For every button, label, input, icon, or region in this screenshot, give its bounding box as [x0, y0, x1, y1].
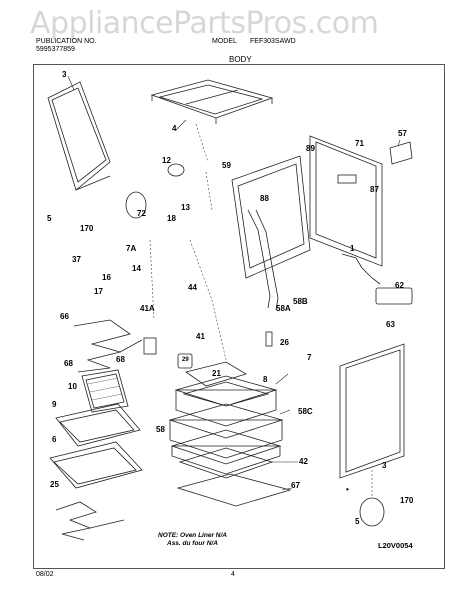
- part-label-29: 29: [182, 357, 189, 363]
- part-label-37: 37: [72, 255, 81, 264]
- part-label-3: 3: [62, 70, 67, 79]
- part-label-170: 170: [80, 224, 94, 233]
- part-label-5: 5: [47, 214, 52, 223]
- part-label-6A: 25: [50, 480, 59, 489]
- oven-cavity: [174, 375, 278, 427]
- part-label-8: 8: [263, 375, 268, 384]
- part-label-71: 71: [355, 139, 364, 148]
- publication-label: PUBLICATION NO.: [36, 38, 97, 45]
- part-label-7-plain: 7: [307, 353, 312, 362]
- part-label-68-left: 68: [64, 359, 73, 368]
- back-panel: [309, 135, 383, 267]
- part-label-58A: 58A: [276, 304, 291, 313]
- part-label-58C: 58C: [298, 407, 313, 416]
- part-label-87: 87: [370, 185, 379, 194]
- part-label-170-right: 170: [400, 496, 414, 505]
- oven-rack-upper: [55, 403, 141, 447]
- part-label-63: 63: [386, 320, 395, 329]
- part-label-21: 21: [212, 369, 221, 378]
- side-panel-left: [47, 81, 111, 191]
- part-label-14: 14: [132, 264, 141, 273]
- part-label-9: 9: [52, 400, 57, 409]
- part-label-16: 16: [102, 273, 111, 282]
- part-label-58: 58: [156, 425, 165, 434]
- part-label-6: 6: [52, 435, 57, 444]
- footer-page: 4: [231, 571, 235, 578]
- part-label-4: 4: [172, 124, 177, 133]
- part-label-88: 88: [260, 194, 269, 203]
- diagram-frame: [33, 64, 445, 569]
- main-body: [231, 155, 311, 311]
- part-label-68-right: 68: [116, 355, 125, 364]
- part-label-58B: 58B: [293, 297, 308, 306]
- drawing-id: L20V0054: [378, 541, 413, 550]
- footer-date: 08/02: [36, 571, 54, 578]
- part-label-57: 57: [398, 129, 407, 138]
- screw-icon: •: [346, 485, 349, 494]
- note-line-1: NOTE: Oven Liner N/A: [158, 532, 227, 539]
- top-panel: [150, 79, 274, 124]
- model-number: FEF303SAWD: [250, 38, 296, 45]
- part-label-17: 17: [94, 287, 103, 296]
- section-title: BODY: [229, 55, 252, 64]
- part-plate: [389, 141, 413, 165]
- part-label-41: 41: [196, 332, 205, 341]
- publication-number: 5995377859: [36, 46, 75, 53]
- part-label-13: 13: [181, 203, 190, 212]
- part-label-12: 12: [162, 156, 171, 165]
- note-line-2: Ass. du four N/A: [167, 540, 218, 547]
- part-label-89: 89: [306, 144, 315, 153]
- part-label-1: 1: [350, 244, 355, 253]
- part-label-66: 66: [60, 312, 69, 321]
- model-label: MODEL: [212, 38, 237, 45]
- part-label-26: 26: [280, 338, 289, 347]
- part-label-62: 62: [395, 281, 404, 290]
- part-label-41A: 41A: [140, 304, 155, 313]
- broil-element: [55, 501, 125, 541]
- part-label-42: 42: [299, 457, 308, 466]
- part-label-44: 44: [188, 283, 197, 292]
- watermark: AppliancePartsPros.com: [30, 6, 379, 41]
- insulation: [168, 403, 284, 475]
- part-label-59: 59: [222, 161, 231, 170]
- part-label-72: 72: [137, 209, 146, 218]
- oven-rack-lower: [49, 441, 143, 489]
- side-panel-right: [339, 343, 405, 479]
- bottom-panel: [176, 473, 292, 507]
- part-21: [185, 361, 247, 387]
- bake-element: [73, 319, 143, 373]
- part-label-3-right: 3: [382, 461, 387, 470]
- part-label-10: 10: [68, 382, 77, 391]
- part-label-7A: 7A: [126, 244, 137, 253]
- part-label-25: 67: [291, 481, 300, 490]
- part-label-5-right: 5: [355, 517, 360, 526]
- broil-pan: [81, 369, 129, 413]
- part-label-18: 18: [167, 214, 176, 223]
